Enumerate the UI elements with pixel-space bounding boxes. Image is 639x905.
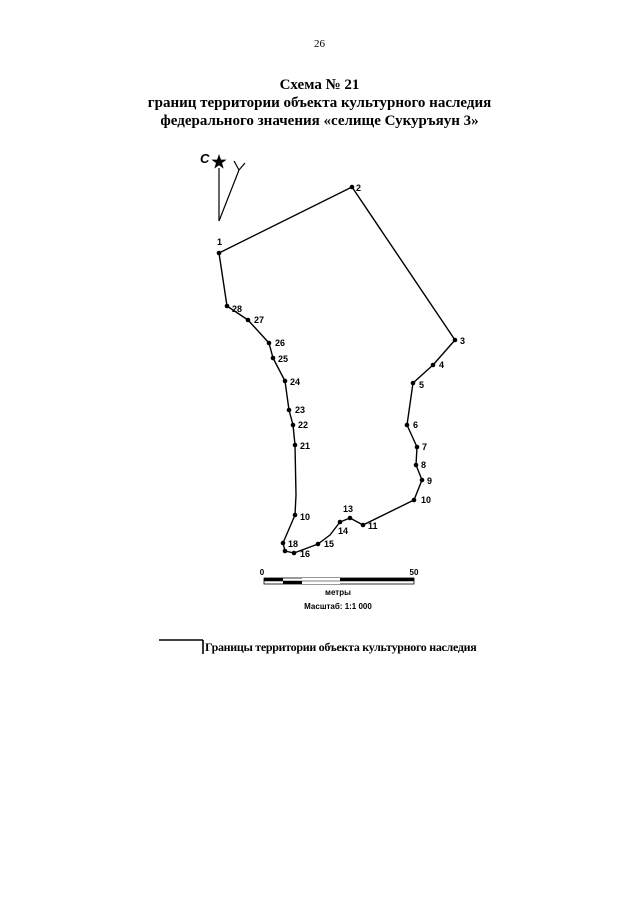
- title-line-3: федерального значения «селище Сукуръяун …: [160, 113, 479, 129]
- point-label: 10: [300, 512, 310, 522]
- point-label: 27: [254, 315, 264, 325]
- point-label: 23: [295, 405, 305, 415]
- point-label: 24: [290, 377, 300, 387]
- scale-ratio: Масштаб: 1:1 000: [304, 602, 372, 611]
- point-label: 26: [275, 338, 285, 348]
- page-number: 26: [314, 38, 325, 50]
- point-label: 2: [356, 183, 361, 193]
- point-labels: 1 2 3 4 5 6 7 8 9 10 11 13 14 15 16 18 1…: [217, 183, 465, 559]
- legend-label: Границы территории объекта культурного н…: [205, 640, 477, 654]
- scale-bar: 0 50 метры Масштаб: 1:1 000: [260, 568, 419, 611]
- point-label: 7: [422, 442, 427, 452]
- legend-symbol: [159, 639, 204, 654]
- point-label: 15: [324, 539, 334, 549]
- point-label: 18: [288, 539, 298, 549]
- point-label: 9: [427, 476, 432, 486]
- star-icon: [211, 154, 227, 169]
- title-line-2: границ территории объекта культурного на…: [147, 95, 492, 111]
- point-label: 16: [300, 549, 310, 559]
- scale-units: метры: [325, 588, 351, 597]
- point-label: 3: [460, 336, 465, 346]
- point-label: 10: [421, 495, 431, 505]
- point-label: 4: [439, 360, 444, 370]
- scale-max-label: 50: [410, 568, 419, 577]
- point-label: 14: [338, 526, 348, 536]
- point-label: 1: [217, 237, 222, 247]
- point-label: 11: [368, 521, 378, 531]
- point-label: 5: [419, 380, 424, 390]
- point-label: 13: [343, 504, 353, 514]
- document-title: Схема № 21 границ территории объекта кул…: [0, 76, 639, 130]
- point-label: 22: [298, 420, 308, 430]
- north-arrow: С: [200, 151, 246, 222]
- scale-min-label: 0: [260, 568, 265, 577]
- boundary-vertices: [216, 184, 458, 556]
- boundary-polygon: [218, 186, 456, 554]
- point-label: 28: [232, 304, 242, 314]
- point-label: 6: [413, 420, 418, 430]
- title-line-1: Схема № 21: [279, 77, 360, 93]
- point-label: 21: [300, 441, 310, 451]
- north-arrow-label: С: [200, 151, 210, 166]
- point-label: 25: [278, 354, 288, 364]
- point-label: 8: [421, 460, 426, 470]
